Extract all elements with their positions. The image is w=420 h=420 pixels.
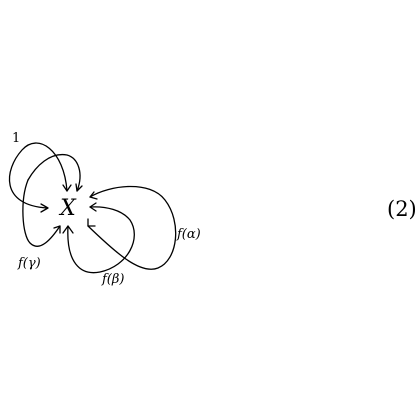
loop-alpha-arrowhead-bottom <box>87 218 96 227</box>
loop-small-top-arrowhead <box>75 183 83 192</box>
loop-small-top <box>27 153 83 192</box>
loop-beta-arrowhead-bottom <box>62 225 74 234</box>
label-one: 1 <box>12 131 20 146</box>
loop-alpha-arrowhead-top <box>89 191 98 200</box>
loop-beta-curve <box>67 206 135 274</box>
loop-gamma-curve <box>22 179 61 247</box>
loop-one-curve <box>8 142 68 209</box>
label-gamma: f(γ) <box>17 256 41 271</box>
label-alpha: f(α) <box>176 227 201 242</box>
loop-alpha <box>87 185 177 270</box>
loop-small-top-curve <box>27 153 81 192</box>
loop-gamma-arrowhead <box>53 225 61 234</box>
equation-number: (2) <box>387 197 417 221</box>
loop-one <box>8 142 72 213</box>
loop-alpha-curve <box>87 185 177 270</box>
loop-one-arrowhead-top <box>62 184 72 192</box>
loop-one-arrowhead-left <box>40 203 49 213</box>
label-beta: f(β) <box>101 272 124 287</box>
node-x-label: X <box>58 196 77 221</box>
loop-beta <box>62 202 135 274</box>
loop-gamma <box>22 179 61 247</box>
loop-beta-arrowhead-right <box>89 202 97 212</box>
